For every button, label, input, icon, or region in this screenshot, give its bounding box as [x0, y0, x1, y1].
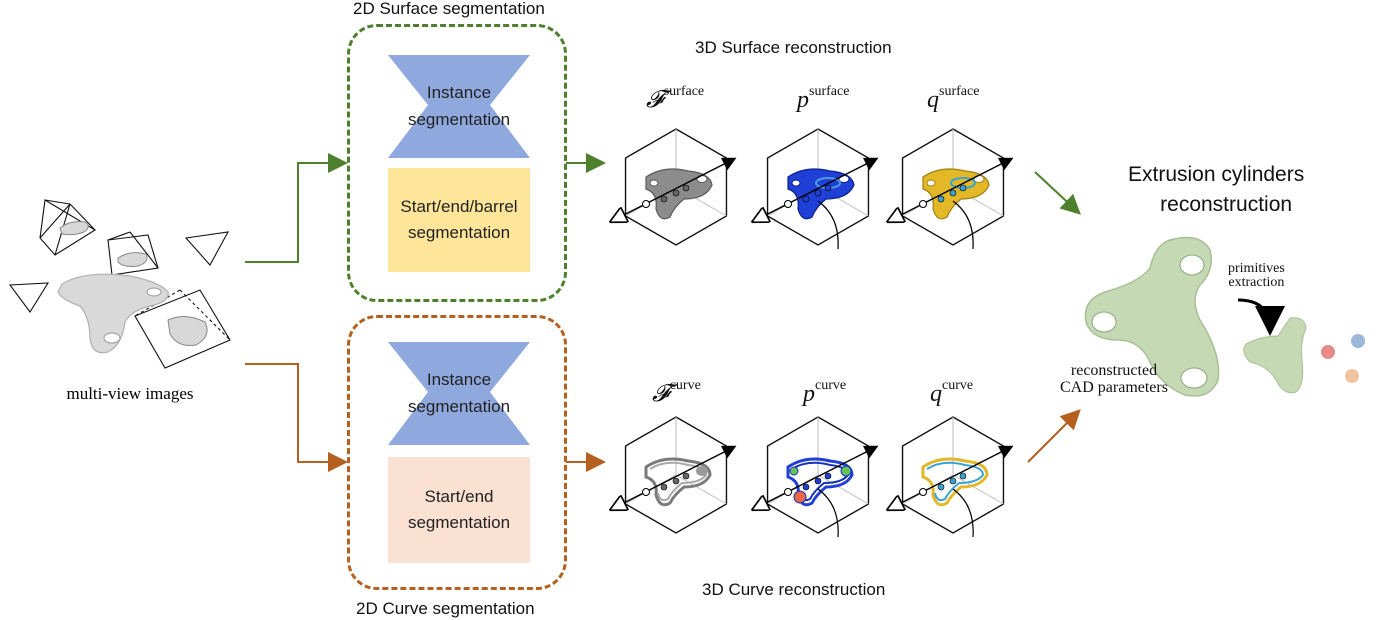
- surface-cube-blue: [754, 128, 876, 250]
- curve-seg-box: [347, 315, 567, 590]
- surface-second-net-shape: [388, 168, 530, 272]
- extraction-label: primitives extraction: [1228, 261, 1285, 290]
- curve-recon-title: 3D Curve reconstruction: [702, 580, 886, 599]
- curve-second-net-shape: [388, 457, 530, 563]
- surface-seg-title: 2D Surface segmentation: [353, 0, 545, 18]
- curve-p-label: pcurve: [803, 378, 847, 407]
- output-title: Extrusion cylinders reconstruction: [1128, 163, 1305, 216]
- curve-q-label: qcurve: [930, 378, 974, 407]
- surface-cube-gray: [612, 128, 734, 246]
- primitive-dot-orange: [1345, 369, 1359, 383]
- arrow-to-surface-seg: [245, 153, 348, 263]
- curve-cube-blue: [754, 416, 876, 538]
- arrow-surface-to-output: [1034, 171, 1081, 215]
- multi-view-images: [8, 199, 231, 369]
- curve-field-label: 𝓕curve: [652, 378, 701, 407]
- cad-params-label: reconstructed CAD parameters: [1060, 362, 1168, 396]
- curve-seg-title: 2D Curve segmentation: [356, 599, 535, 618]
- input-label: multi-view images: [66, 384, 193, 403]
- arrow-curve-to-output: [1027, 409, 1081, 463]
- arrow-to-curve-seg: [245, 363, 348, 472]
- reconstructed-cad-part: [1084, 236, 1220, 397]
- surface-p-label: psurface: [797, 84, 850, 113]
- extraction-arrow: [1237, 298, 1285, 336]
- surface-field-label: 𝓕surface: [646, 84, 705, 113]
- curve-cube-gray: [612, 416, 734, 534]
- primitive-dot-blue: [1351, 334, 1365, 348]
- curve-instance-net-shape: [388, 342, 530, 445]
- surface-recon-title: 3D Surface reconstruction: [695, 38, 892, 57]
- surface-cube-yellow: [889, 128, 1011, 250]
- surface-q-label: qsurface: [927, 84, 980, 113]
- curve-cube-yellow: [889, 416, 1011, 538]
- extracted-primitive: [1243, 317, 1307, 394]
- surface-seg-box: [347, 24, 567, 302]
- primitive-dot-red: [1321, 345, 1335, 359]
- surface-instance-net-shape: [388, 55, 530, 158]
